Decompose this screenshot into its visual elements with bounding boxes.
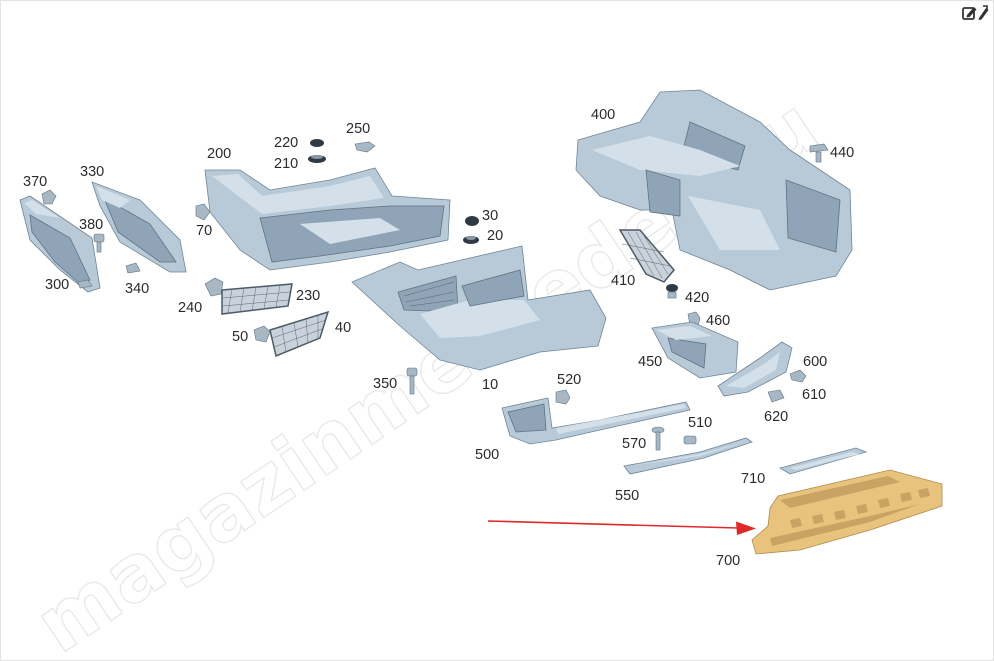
label-570: 570 <box>622 436 646 452</box>
part-70-clip[interactable] <box>195 203 211 221</box>
part-620-clip[interactable] <box>767 389 785 403</box>
copy-icon <box>978 5 989 20</box>
part-520-clip[interactable] <box>555 389 571 405</box>
part-50-clip[interactable] <box>253 325 271 343</box>
label-600: 600 <box>803 354 827 370</box>
label-620: 620 <box>764 409 788 425</box>
label-370: 370 <box>23 174 47 190</box>
part-240-clip[interactable] <box>204 277 224 297</box>
label-50: 50 <box>232 329 248 345</box>
label-450: 450 <box>638 354 662 370</box>
label-20: 20 <box>487 228 503 244</box>
part-550-strip[interactable] <box>623 437 753 475</box>
label-610: 610 <box>802 387 826 403</box>
label-550: 550 <box>615 488 639 504</box>
part-30-cap[interactable] <box>465 216 479 226</box>
label-220: 220 <box>274 135 298 151</box>
label-300: 300 <box>45 277 69 293</box>
part-700-highlighted-bracket[interactable] <box>751 469 943 555</box>
label-10: 10 <box>482 377 498 393</box>
part-400-carpet[interactable] <box>575 89 853 291</box>
part-610-clip[interactable] <box>789 369 807 383</box>
label-350: 350 <box>373 376 397 392</box>
pointer-arrow <box>487 520 756 535</box>
label-380: 380 <box>79 217 103 233</box>
part-210-cap[interactable] <box>308 155 326 163</box>
edit-copy-button[interactable] <box>961 4 991 22</box>
label-460: 460 <box>706 313 730 329</box>
part-labels: 370 330 380 300 340 200 220 210 250 70 2… <box>23 107 854 569</box>
part-500-sill-trim[interactable] <box>501 397 691 445</box>
label-710: 710 <box>741 471 765 487</box>
label-520: 520 <box>557 372 581 388</box>
label-400: 400 <box>591 107 615 123</box>
part-710-plate[interactable] <box>778 447 868 475</box>
label-440: 440 <box>830 145 854 161</box>
label-230: 230 <box>296 288 320 304</box>
part-20-cap[interactable] <box>463 236 479 244</box>
part-40-mesh-cover[interactable] <box>269 310 330 358</box>
label-40: 40 <box>335 320 351 336</box>
part-330-340-panel[interactable] <box>91 181 187 274</box>
label-200: 200 <box>207 146 231 162</box>
label-410: 410 <box>611 273 635 289</box>
part-440-clip[interactable] <box>809 143 829 163</box>
part-10-carpet[interactable] <box>351 245 607 371</box>
label-420: 420 <box>685 290 709 306</box>
label-510: 510 <box>688 415 712 431</box>
part-600-trim[interactable] <box>717 341 793 397</box>
part-230-mesh-cover[interactable] <box>221 283 293 315</box>
part-350-bolt[interactable] <box>406 367 418 395</box>
part-570-bolt[interactable] <box>651 426 665 451</box>
label-700: 700 <box>716 553 740 569</box>
part-410-mesh-cover[interactable] <box>618 229 675 283</box>
part-200-carpet[interactable] <box>204 167 451 271</box>
label-30: 30 <box>482 208 498 224</box>
part-370-300-side-panel[interactable] <box>19 189 101 293</box>
part-380-clip[interactable] <box>93 233 105 253</box>
label-250: 250 <box>346 121 370 137</box>
edit-icon <box>962 7 977 20</box>
part-510-clip[interactable] <box>683 435 697 445</box>
label-70: 70 <box>196 223 212 239</box>
part-220-cap[interactable] <box>310 139 324 147</box>
label-500: 500 <box>475 447 499 463</box>
part-450-box[interactable] <box>651 321 739 379</box>
label-340: 340 <box>125 281 149 297</box>
label-210: 210 <box>274 156 298 172</box>
label-330: 330 <box>80 164 104 180</box>
label-240: 240 <box>178 300 202 316</box>
part-420-clip[interactable] <box>666 284 678 299</box>
part-250-pad[interactable] <box>354 141 376 153</box>
